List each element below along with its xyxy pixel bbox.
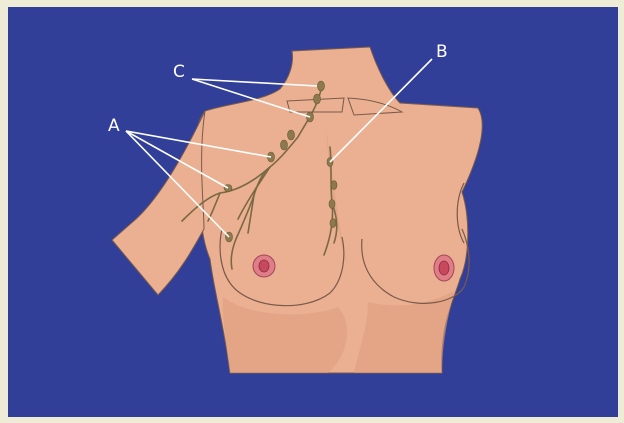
raised-arm [112,111,205,295]
lymph-node [281,140,288,150]
right-nipple [439,261,449,275]
lymph-node [330,219,336,228]
label-b: B [436,42,448,62]
label-a: A [108,116,120,136]
left-nipple [259,260,269,272]
lymph-node [288,130,295,140]
diagram-frame: A C B [8,7,618,417]
lymph-node [331,181,337,190]
lymph-node [329,200,335,209]
label-c: C [173,62,185,82]
lymph-node [318,81,325,91]
anatomy-diagram: A C B [8,7,618,417]
lymph-node [314,94,321,104]
